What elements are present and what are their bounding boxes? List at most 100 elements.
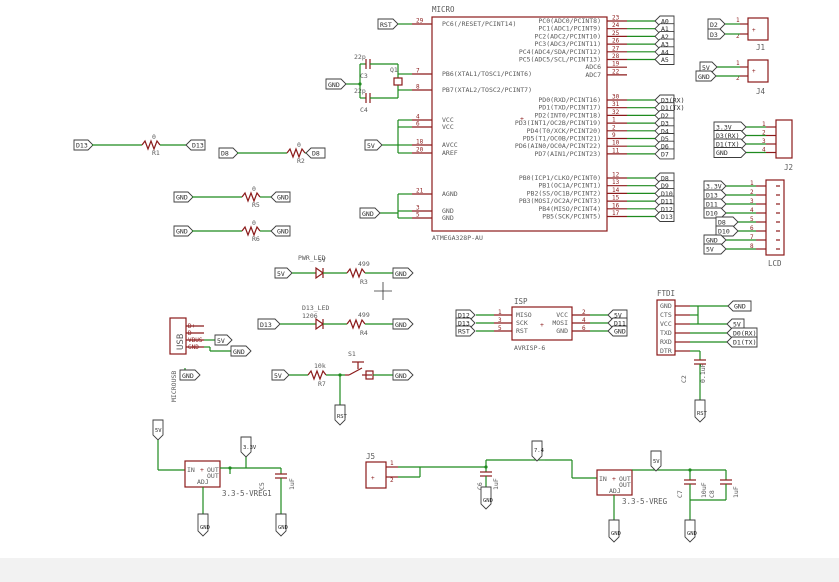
usb-gnd2-text: GND	[182, 372, 194, 380]
c4-name: C4	[360, 106, 368, 114]
mcu-pd-net-7-text: D7	[661, 150, 669, 158]
rst-net-text: RST	[380, 21, 392, 29]
vreg2-gnd-text: GND	[483, 498, 493, 504]
c6-name: C6	[476, 482, 484, 490]
svg-text:5: 5	[750, 216, 754, 223]
mcu-pc-pin-label: PC4(ADC4/SDA/PCINT12)	[519, 48, 601, 56]
d13-led-circuit[interactable]: D13 D13_LED 1206 499 R4 GND	[257, 304, 414, 337]
mcu-pc-pin-num: 22	[612, 68, 620, 75]
resistor-3	[241, 191, 261, 203]
vreg2-5v-text: 5V	[653, 459, 660, 465]
ftdi-net-tx-text: D1(TX)	[733, 339, 756, 347]
ftdi-net-5v-text: 5V	[733, 321, 741, 329]
usb-pin-label: GND	[188, 344, 199, 351]
c2-name: C2	[680, 375, 688, 383]
mcu-pd-pin-label: PD2(INT0/PCINT18)	[534, 111, 601, 119]
isp-left-net-0-text: D12	[458, 312, 470, 320]
ftdi-header[interactable]: FTDI GNDCTSVCCTXDRXDDTRGND5VD0(RX)D1(TX)…	[656, 289, 758, 423]
mcu-pc-pin-num: 19	[612, 61, 620, 68]
usb-gnd-text: GND	[233, 348, 245, 356]
ftdi-net-tx-flag	[726, 336, 758, 348]
j4-gnd-text: GND	[698, 73, 710, 81]
mcu-pd-net-1-text: D1(TX)	[661, 104, 684, 112]
lcd-net-5-flag	[715, 225, 739, 237]
svg-text:2: 2	[750, 189, 754, 196]
crystal-body	[393, 77, 403, 86]
j4-5v-text: 5V	[702, 64, 710, 72]
j2-net-2-text: D1(TX)	[716, 141, 739, 149]
usb-pin-label: D+	[188, 323, 196, 330]
mcu-power-net[interactable]: 5V	[364, 119, 412, 154]
lcd-net-4-flag	[715, 216, 739, 228]
svg-text:7: 7	[750, 234, 754, 241]
vreg2-out: OUT	[619, 475, 631, 483]
crystal-gnd-text: GND	[328, 81, 340, 89]
mcu-pc-pin-num: 26	[612, 38, 620, 45]
isp-left-net-2-text: RST	[458, 328, 470, 336]
rst-net-mcu[interactable]: RST	[377, 18, 412, 30]
svg-text:2: 2	[582, 309, 586, 316]
mcu-pd-pin-num: 32	[612, 109, 620, 116]
mcu-left-pin-num: 5	[416, 212, 420, 219]
svg-text:+: +	[540, 321, 544, 329]
reset-circuit[interactable]: 5V 10k R7 RST S1 GND	[271, 350, 414, 426]
j2-net-1-text: D3(RX)	[716, 132, 739, 140]
mcu-pc-pin-label: ADC7	[585, 71, 601, 79]
ftdi-net-gnd-text: GND	[734, 303, 746, 311]
svg-text:6: 6	[750, 225, 754, 232]
mcu-left-pin-label: VCC	[442, 123, 454, 131]
crystal-network[interactable]: GND 22p C3 22p C4 Q1	[325, 53, 412, 114]
j1-connector[interactable]: + 1 2 J1 D2 D3	[707, 17, 769, 52]
mcu-pb-pin-num: 17	[612, 210, 620, 217]
mcu-pd-pin-num: 9	[612, 132, 616, 139]
c2-value: 0.1uF	[699, 363, 707, 383]
mcu-pb-net-2-text: D10	[661, 190, 673, 198]
mcu-pd-net-2-text: D2	[661, 112, 669, 120]
pwr-led-circuit[interactable]: 5V PWR_LED 5V 499 R3 GND	[274, 254, 414, 286]
mcu-pd-net-0-text: D3(RX)	[661, 97, 684, 105]
res4-left-text: GND	[176, 228, 188, 236]
mcu-left-pin-label: AREF	[442, 149, 458, 157]
vreg1-circuit[interactable]: 5V IN OUT OUT ADJ + 3.3-5-VREG1 3.3V C5 …	[152, 419, 296, 537]
d13-led-net-text: D13	[260, 321, 272, 329]
j4-connector[interactable]: + 1 2 J4 5V GND	[695, 59, 769, 96]
mcu-pb-pin-label: PB5(SCK/PCINT5)	[542, 213, 601, 221]
pwr-res-name: R3	[360, 278, 368, 286]
pwr-led-value: 5V	[318, 256, 326, 264]
isp-right-label: VCC	[556, 311, 568, 319]
svg-text:+: +	[612, 475, 616, 483]
lcd-net-5-text: D10	[718, 228, 730, 236]
mcu-pd-net-5-text: D5	[661, 135, 669, 143]
c3-value: 22p	[354, 53, 366, 61]
mcu-pd-net-6-text: D6	[661, 143, 669, 151]
isp-left-label: SCK	[516, 319, 528, 327]
j1-name: J1	[756, 43, 765, 52]
resistor-name: R1	[152, 149, 160, 157]
mcu-pb-pin-label: PB0(ICP1/CLKO/PCINT0)	[519, 174, 601, 182]
mcu-pb-pin-label: PB1(OC1A/PCINT1)	[538, 182, 601, 190]
mcu-pd-pin-num: 30	[612, 94, 620, 101]
res2-right-text: D8	[312, 150, 320, 158]
mcu-pb-net-3-text: D11	[661, 198, 673, 206]
svg-text:2: 2	[762, 130, 766, 137]
res3-right-text: GND	[277, 194, 289, 202]
mcu-gnd-text: GND	[362, 210, 374, 218]
mcu-net-flags[interactable]: A0A1A2A3A4A5D3(RX)D1(TX)D2D3D4D5D6D7D8D9…	[627, 15, 684, 222]
d13-led-name: D13_LED	[302, 304, 329, 312]
mcu-pd-pin-label: PD7(AIN1/PCINT23)	[534, 150, 601, 158]
mcu-pd-pin-label: PD0(RXD/PCINT16)	[538, 96, 601, 104]
resistor-1	[141, 139, 161, 151]
c8-value: 1uF	[732, 486, 740, 498]
vreg2-gnd2-text: GND	[687, 531, 697, 537]
vreg2-circuit[interactable]: + J5 1 2 C6 1uF GND 7.4 IN OUT OUT ADJ +…	[365, 440, 740, 543]
mcu-gnd-net[interactable]: GND	[359, 193, 412, 219]
vreg2-name: 3.3-5-VREG	[622, 497, 668, 506]
mcu-name: MICRO	[432, 5, 455, 14]
